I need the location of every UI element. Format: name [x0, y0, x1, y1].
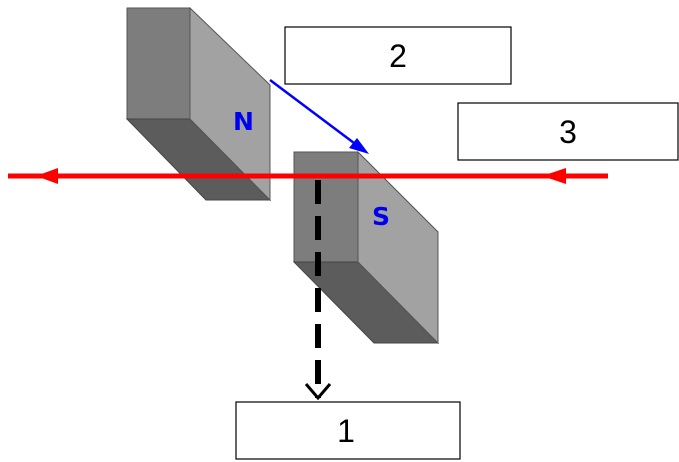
current-arrowhead-right [542, 168, 566, 184]
force-arrowhead [304, 383, 332, 401]
north-magnet-front-face [189, 6, 271, 202]
south-pole-label: S [372, 202, 390, 231]
magnetic-field-arrow [269, 79, 369, 154]
force-arrow [304, 180, 332, 401]
label-box-2: 2 [284, 26, 512, 85]
north-magnet-side-face [126, 7, 191, 120]
north-pole-label: N [233, 107, 254, 136]
label-2-text: 2 [389, 38, 407, 74]
field-arrow-line [269, 79, 359, 147]
south-magnet-side-face [293, 151, 359, 263]
label-box-1: 1 [235, 401, 461, 460]
field-arrowhead [349, 138, 369, 154]
label-3-text: 3 [559, 114, 577, 150]
south-magnet: S [292, 150, 440, 345]
south-magnet-front-face [357, 150, 439, 345]
north-magnet: N [125, 6, 272, 202]
current-wire [8, 168, 608, 184]
label-1-text: 1 [337, 413, 355, 449]
label-box-3: 3 [457, 102, 679, 161]
current-arrowhead-left [36, 168, 58, 184]
